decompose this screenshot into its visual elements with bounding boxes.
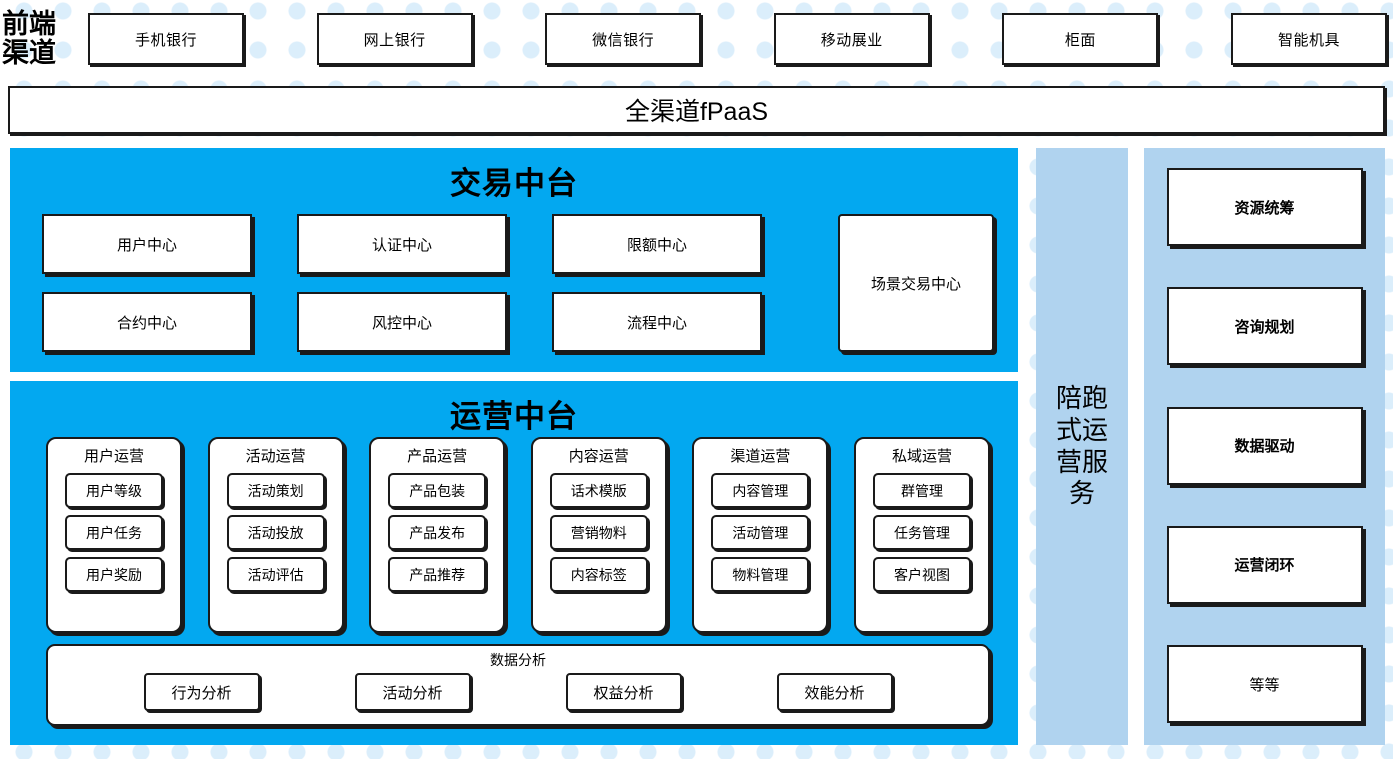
ops-center-panel: 运营中台 用户运营 用户等级 用户任务 用户奖励 活动运营 活动策划 活动投放 [10,381,1018,745]
analysis-item-benefit[interactable]: 权益分析 [565,673,682,711]
front-channel-row: 前端 渠道 手机银行 网上银行 微信银行 移动展业 柜面 智能机具 [0,8,1393,70]
trade-center-body: 用户中心 认证中心 限额中心 合约中心 风控中心 流程中心 场景交易中心 [42,214,994,356]
analysis-item-activity[interactable]: 活动分析 [354,673,471,711]
analysis-item-behavior[interactable]: 行为分析 [143,673,260,711]
service-card-data-driven[interactable]: 数据驱动 [1166,406,1363,485]
trade-card-contract-center[interactable]: 合约中心 [42,292,252,352]
ops-item-product-packaging[interactable]: 产品包装 [388,473,487,508]
ops-column-content: 内容运营 话术模版 营销物料 内容标签 [530,437,667,633]
service-card-etc[interactable]: 等等 [1166,645,1363,723]
ops-item-group-management[interactable]: 群管理 [872,473,971,508]
trade-card-process-center[interactable]: 流程中心 [552,292,762,352]
ops-column-title: 内容运营 [568,448,629,465]
channel-box-mobile-bank[interactable]: 手机银行 [88,13,244,65]
trade-card-user-center[interactable]: 用户中心 [42,214,252,274]
data-analysis-title: 数据分析 [490,652,546,668]
trade-card-scene-transaction-center[interactable]: 场景交易中心 [838,214,994,352]
ops-item-customer-view[interactable]: 客户视图 [872,557,971,592]
channel-box-smart-machine[interactable]: 智能机具 [1230,13,1387,65]
ops-column-private-domain: 私域运营 群管理 任务管理 客户视图 [853,437,990,633]
ops-item-activity-evaluation[interactable]: 活动评估 [226,557,325,592]
ops-column-title: 私域运营 [891,448,952,465]
channel-box-list: 手机银行 网上银行 微信银行 移动展业 柜面 智能机具 [88,13,1393,65]
ops-column-title: 渠道运营 [730,448,791,465]
ops-item-content-tag[interactable]: 内容标签 [549,557,648,592]
ops-column-product: 产品运营 产品包装 产品发布 产品推荐 [369,437,506,633]
main-area: 交易中台 用户中心 认证中心 限额中心 合约中心 风控中心 流程中心 场景交易中… [0,148,1393,753]
ops-item-product-release[interactable]: 产品发布 [388,515,487,550]
service-card-consulting-planning[interactable]: 咨询规划 [1166,287,1363,366]
trade-center-title: 交易中台 [450,166,578,201]
trade-center-card-grid: 用户中心 认证中心 限额中心 合约中心 风控中心 流程中心 [42,214,794,356]
ops-column-title: 产品运营 [407,448,468,465]
ops-item-task-management[interactable]: 任务管理 [872,515,971,550]
data-analysis-item-list: 行为分析 活动分析 权益分析 效能分析 [48,673,988,711]
ops-column-title: 用户运营 [83,448,144,465]
channel-box-counter[interactable]: 柜面 [1002,13,1159,65]
ops-item-user-level[interactable]: 用户等级 [65,473,163,508]
trade-card-risk-center[interactable]: 风控中心 [297,292,507,352]
ops-column-title: 活动运营 [245,448,306,465]
ops-item-user-reward[interactable]: 用户奖励 [65,557,163,592]
fpaas-bar[interactable]: 全渠道fPaaS [8,86,1385,134]
trade-center-panel: 交易中台 用户中心 认证中心 限额中心 合约中心 风控中心 流程中心 场景交易中… [10,148,1018,372]
front-channel-label: 前端 渠道 [0,10,88,67]
middle-platform-column: 交易中台 用户中心 认证中心 限额中心 合约中心 风控中心 流程中心 场景交易中… [10,148,1018,745]
ops-center-title: 运营中台 [450,399,578,434]
ops-item-content-management[interactable]: 内容管理 [711,473,810,508]
ops-item-material-management[interactable]: 物料管理 [711,557,810,592]
channel-box-online-bank[interactable]: 网上银行 [316,13,473,65]
ops-column-list: 用户运营 用户等级 用户任务 用户奖励 活动运营 活动策划 活动投放 活动评估 [46,437,990,633]
ops-column-activity: 活动运营 活动策划 活动投放 活动评估 [207,437,344,633]
service-capability-panel: 资源统筹 咨询规划 数据驱动 运营闭环 等等 [1144,148,1385,745]
ops-column-user: 用户运营 用户等级 用户任务 用户奖励 [46,437,182,633]
front-channel-label-line-1: 前端 [2,9,56,40]
channel-box-wechat-bank[interactable]: 微信银行 [545,13,702,65]
ops-item-script-template[interactable]: 话术模版 [549,473,648,508]
data-analysis-group: 数据分析 行为分析 活动分析 权益分析 效能分析 [46,644,990,726]
front-channel-label-line-2: 渠道 [2,38,56,68]
ops-item-product-recommend[interactable]: 产品推荐 [388,557,487,592]
accompanying-service-label: 陪跑式运营服务 [1055,383,1108,509]
service-card-resource-coordination[interactable]: 资源统筹 [1166,168,1363,246]
ops-item-activity-delivery[interactable]: 活动投放 [226,515,325,550]
ops-item-activity-planning[interactable]: 活动策划 [226,473,325,508]
ops-center-body: 用户运营 用户等级 用户任务 用户奖励 活动运营 活动策划 活动投放 活动评估 [46,437,990,735]
service-card-operation-closed-loop[interactable]: 运营闭环 [1166,525,1363,604]
ops-column-channel: 渠道运营 内容管理 活动管理 物料管理 [692,437,829,633]
trade-card-auth-center[interactable]: 认证中心 [297,214,507,274]
analysis-item-efficiency[interactable]: 效能分析 [776,673,893,711]
ops-item-user-task[interactable]: 用户任务 [65,515,163,550]
ops-item-marketing-material[interactable]: 营销物料 [549,515,648,550]
channel-box-mobile-business[interactable]: 移动展业 [773,13,930,65]
trade-card-limit-center[interactable]: 限额中心 [552,214,762,274]
accompanying-service-strip: 陪跑式运营服务 [1036,148,1128,745]
ops-item-activity-management[interactable]: 活动管理 [711,515,810,550]
